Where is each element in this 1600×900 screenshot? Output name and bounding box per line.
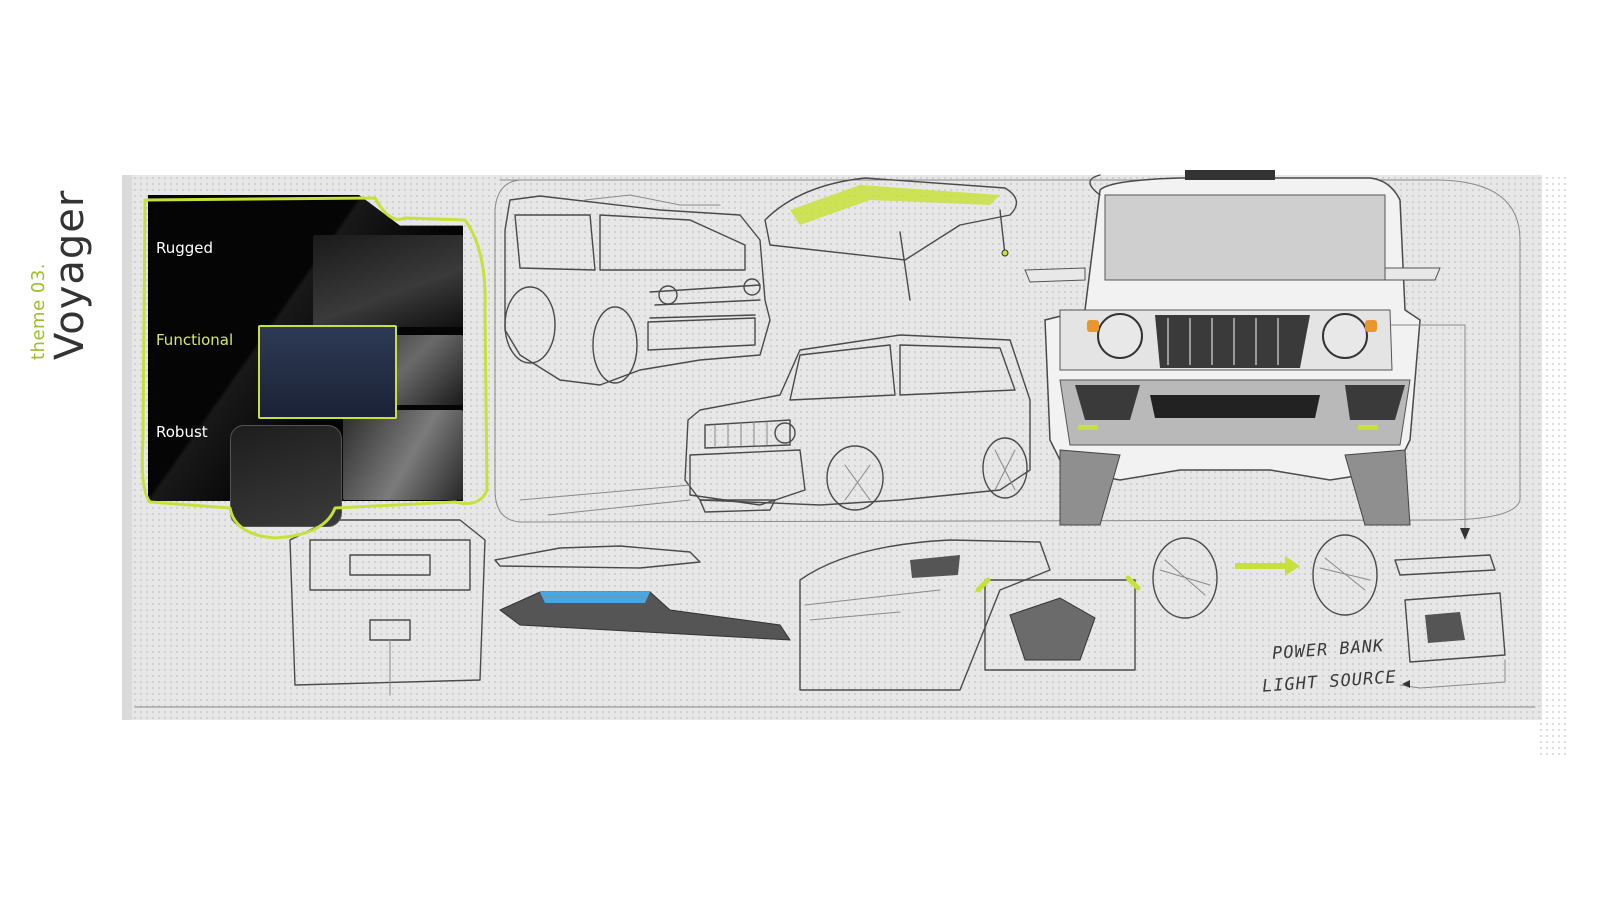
moodboard-photo-mechanism	[313, 235, 463, 327]
hood-detail-sketch	[799, 539, 1141, 691]
moodboard-photo-device	[230, 425, 342, 527]
roof-rack-sketch	[764, 177, 1018, 301]
moodboard-photo-texture	[343, 410, 463, 500]
light-bar-sketch	[494, 545, 791, 641]
sketch-frame	[494, 179, 1521, 523]
moodboard-keyword-robust: Robust	[156, 423, 208, 441]
moodboard-photo-battery-module	[258, 325, 397, 419]
moodboard-panel: Rugged Functional Robust	[148, 195, 496, 527]
suv-sketch-front-three-quarter	[519, 334, 1031, 516]
suv-front-render	[1024, 170, 1470, 540]
moodboard-outline	[140, 196, 489, 540]
lamp-detail-sketch	[1152, 534, 1506, 689]
moodboard-keyword-rugged: Rugged	[156, 239, 214, 257]
moodboard-keyword-functional: Functional	[156, 331, 234, 349]
suv-sketch-rear-three-quarter	[504, 194, 771, 386]
sheet-edge-texture	[1538, 175, 1568, 755]
